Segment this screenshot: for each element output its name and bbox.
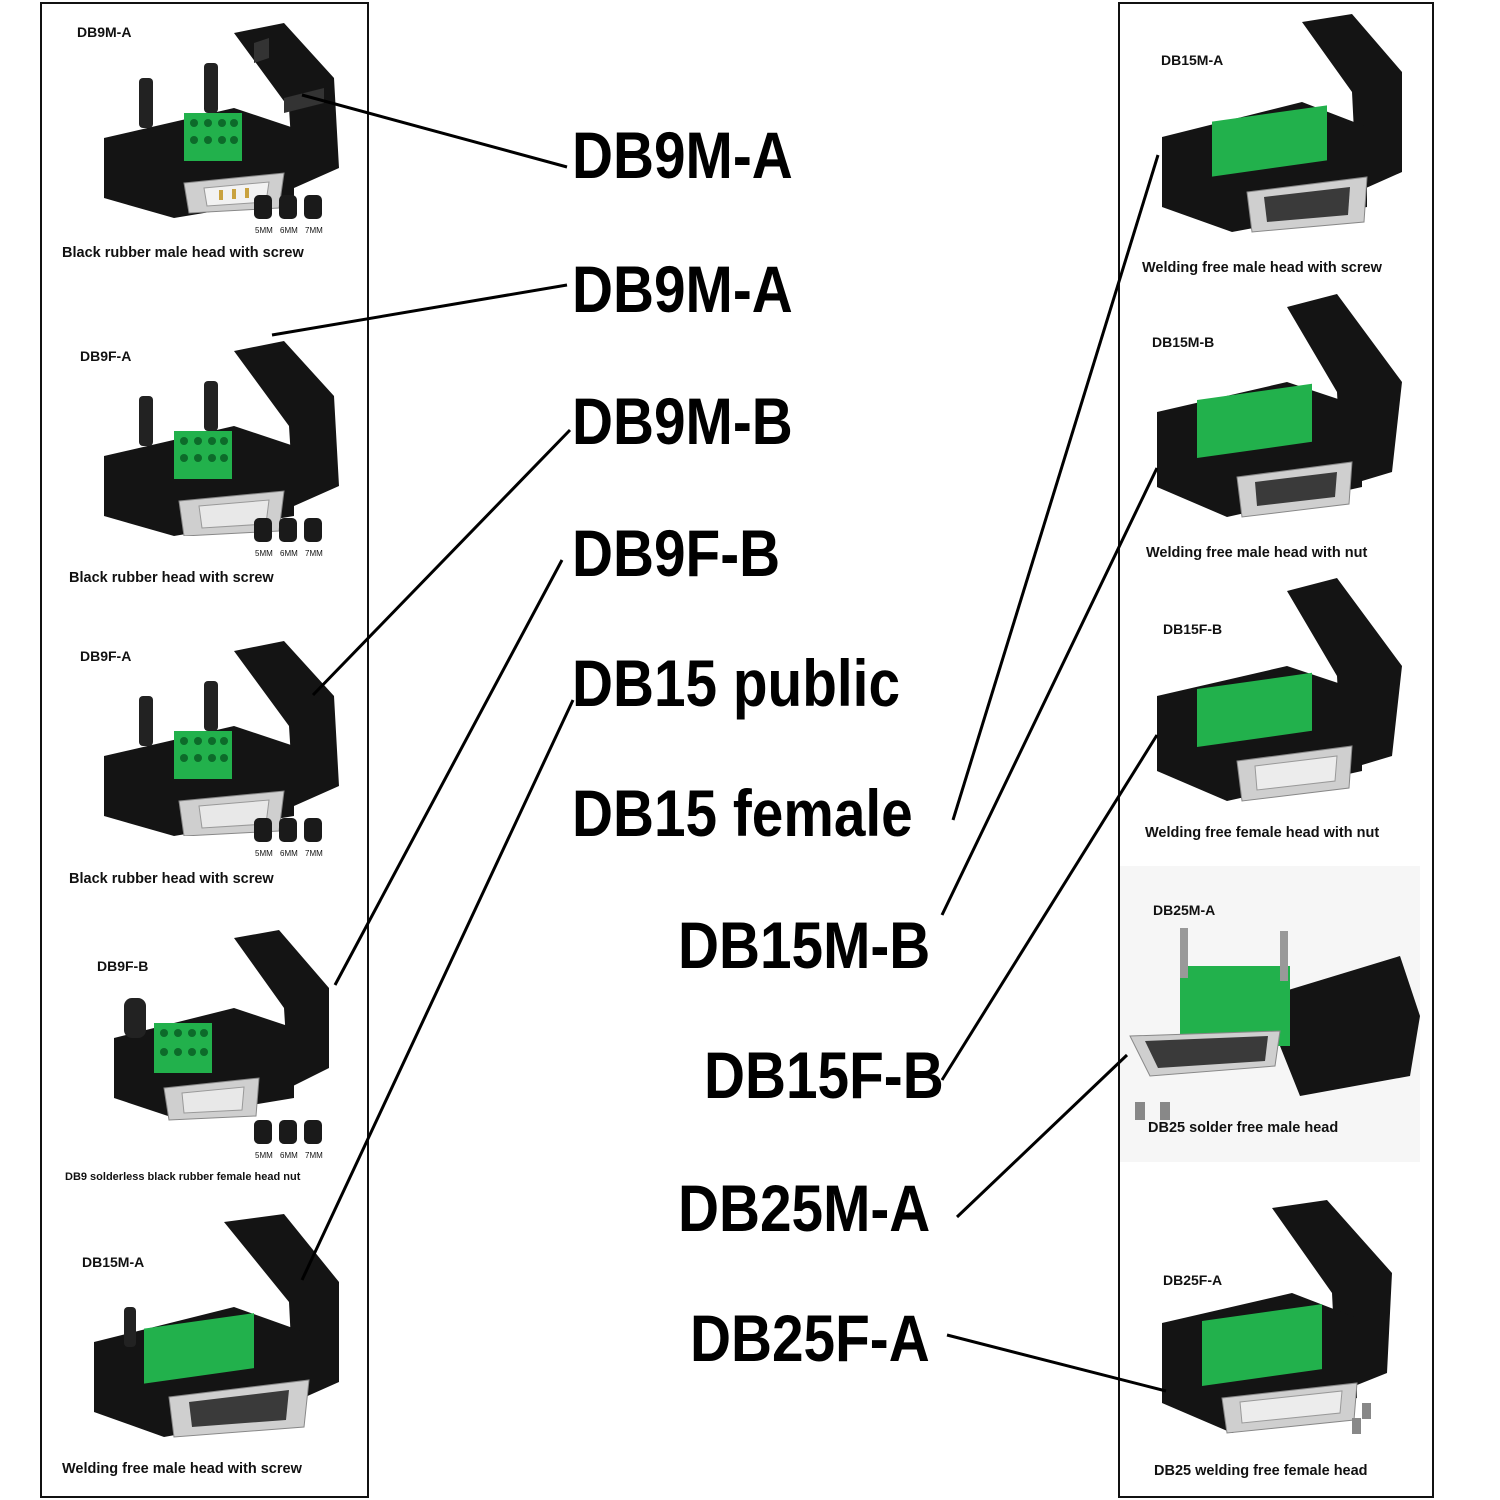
- svg-text:5MM: 5MM: [255, 226, 273, 235]
- connector-image-female-db15: [1157, 578, 1402, 802]
- connector-image-male-db9: [104, 23, 339, 218]
- product-card-db9f-a[interactable]: DB9F-A 5MM 6MM 7MM Black rubber head wit…: [44, 326, 340, 600]
- center-label-db15-female: DB15 female: [572, 776, 913, 850]
- svg-text:6MM: 6MM: [280, 1151, 298, 1160]
- center-label-db25f-a: DB25F-A: [690, 1301, 930, 1375]
- rubber-boot-sizes: 5MM 6MM 7MM: [254, 818, 323, 858]
- green-terminal-block: [144, 1313, 254, 1384]
- rubber-boot-sizes: 5MM 6MM 7MM: [254, 1120, 323, 1160]
- product-caption: Welding free female head with nut: [1145, 825, 1380, 841]
- product-code: DB9F-A: [80, 648, 132, 664]
- rubber-boot-sizes: 5MM 6MM 7MM: [254, 195, 323, 235]
- green-terminal-block: [184, 113, 242, 161]
- center-label-db25m-a: DB25M-A: [678, 1171, 931, 1245]
- product-caption: DB9 solderless black rubber female head …: [65, 1171, 301, 1183]
- leader-line: [300, 699, 575, 1281]
- product-caption: Black rubber male head with screw: [62, 245, 304, 261]
- product-card-db15f-b[interactable]: DB15F-B Welding free female head with nu…: [1122, 576, 1422, 858]
- leader-line: [951, 154, 1160, 821]
- center-label-db9m-b: DB9M-B: [572, 384, 793, 458]
- product-card-db9f-b[interactable]: DB9F-B 5MM 6MM 7MM DB9 solderless black …: [44, 928, 340, 1196]
- svg-text:6MM: 6MM: [280, 549, 298, 558]
- product-code: DB9M-A: [77, 24, 132, 40]
- leader-line: [940, 467, 1159, 916]
- connector-image-female-db25: [1162, 1200, 1392, 1434]
- product-caption: Welding free male head with screw: [1142, 260, 1382, 276]
- product-caption: DB25 welding free female head: [1154, 1463, 1368, 1479]
- svg-text:7MM: 7MM: [305, 1151, 323, 1160]
- svg-text:5MM: 5MM: [255, 549, 273, 558]
- leader-line: [271, 283, 568, 337]
- center-label-db9f-b: DB9F-B: [572, 516, 781, 590]
- center-label-db15m-b: DB15M-B: [678, 908, 931, 982]
- product-card-db9m-a[interactable]: DB9M-A 5MM 6MM 7MM Black rubber male hea…: [44, 8, 340, 278]
- product-card-db25m-a[interactable]: DB25M-A DB25 solder free male head: [1120, 866, 1420, 1162]
- connector-image-male-db15: [1162, 14, 1402, 233]
- connector-image-male-db25: [1129, 928, 1420, 1120]
- rubber-boot-sizes: 5MM 6MM 7MM: [254, 518, 323, 558]
- product-code: DB15F-B: [1163, 621, 1223, 637]
- svg-text:7MM: 7MM: [305, 849, 323, 858]
- product-code: DB15M-B: [1152, 334, 1215, 350]
- svg-text:7MM: 7MM: [305, 226, 323, 235]
- product-caption: Welding free male head with screw: [62, 1461, 302, 1477]
- product-code: DB15M-A: [82, 1254, 145, 1270]
- leader-line: [301, 93, 568, 169]
- product-code: DB25M-A: [1153, 902, 1216, 918]
- leader-line: [955, 1053, 1129, 1219]
- product-card-db25f-a[interactable]: DB25F-A DB25 welding free female head: [1122, 1198, 1422, 1488]
- center-label-db15f-b: DB15F-B: [704, 1038, 944, 1112]
- connector-image-male-db15: [1157, 294, 1402, 518]
- svg-text:6MM: 6MM: [280, 849, 298, 858]
- product-card-db15m-b[interactable]: DB15M-B Welding free male head with nut: [1122, 292, 1422, 564]
- product-card-db9f-a-2[interactable]: DB9F-A 5MM 6MM 7MM Black rubber head wit…: [44, 626, 340, 902]
- product-card-db15m-a-right[interactable]: DB15M-A Welding free male head with scre…: [1122, 12, 1422, 284]
- product-caption: Black rubber head with screw: [69, 871, 274, 887]
- svg-text:5MM: 5MM: [255, 849, 273, 858]
- leader-line: [311, 428, 572, 697]
- svg-text:6MM: 6MM: [280, 226, 298, 235]
- center-label-db9m-a-2: DB9M-A: [572, 252, 793, 326]
- leader-line: [946, 1333, 1167, 1393]
- product-caption: Black rubber head with screw: [69, 570, 274, 586]
- svg-text:7MM: 7MM: [305, 549, 323, 558]
- product-code: DB9F-B: [97, 958, 149, 974]
- product-caption: DB25 solder free male head: [1148, 1120, 1339, 1136]
- product-code: DB15M-A: [1161, 52, 1224, 68]
- connector-image-female-db9: [104, 641, 339, 836]
- center-label-db15-public: DB15 public: [572, 646, 901, 720]
- center-label-db9m-a: DB9M-A: [572, 118, 793, 192]
- product-code: DB9F-A: [80, 348, 132, 364]
- svg-text:5MM: 5MM: [255, 1151, 273, 1160]
- connector-image-female-db9: [104, 341, 339, 536]
- product-code: DB25F-A: [1163, 1272, 1223, 1288]
- hinged-cover: [234, 23, 339, 188]
- connector-image-female-db9: [114, 930, 329, 1121]
- product-caption: Welding free male head with nut: [1146, 545, 1368, 561]
- leader-line: [940, 734, 1159, 1081]
- leader-line: [333, 559, 564, 986]
